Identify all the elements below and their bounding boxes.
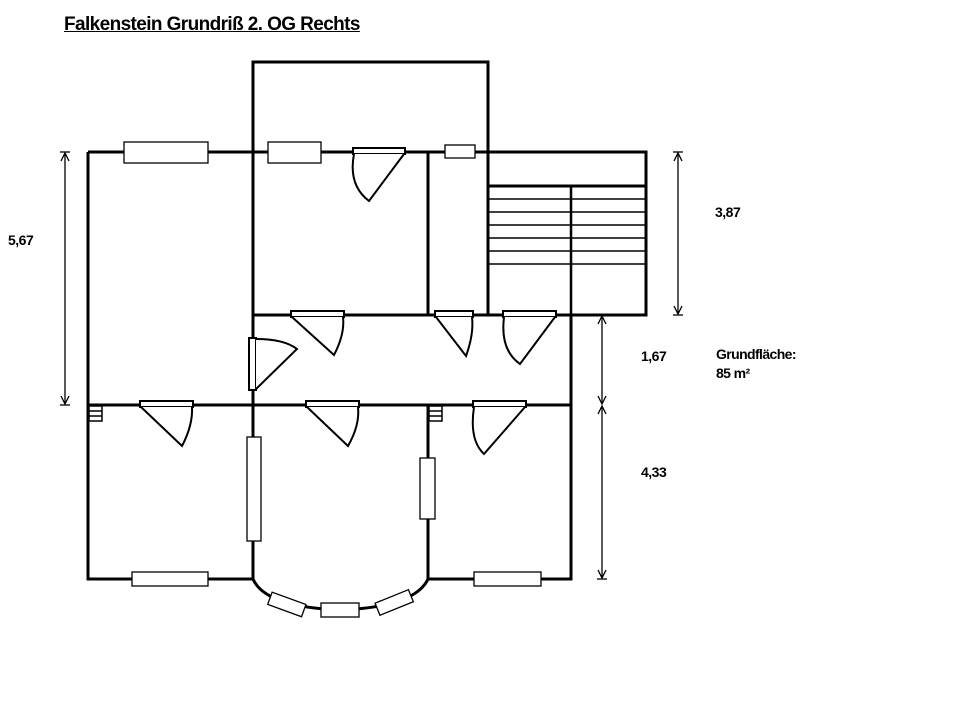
door	[351, 147, 406, 203]
window	[374, 588, 415, 617]
dimension-lines	[60, 151, 683, 580]
doors	[139, 147, 557, 456]
door	[502, 310, 557, 366]
dimension-left-height: 5,67	[8, 232, 34, 248]
door	[139, 400, 194, 448]
window	[444, 144, 476, 159]
window	[266, 591, 307, 618]
windows	[123, 141, 542, 618]
window	[267, 141, 322, 164]
floor-area-value: 85 m²	[716, 365, 750, 381]
floor-area-label: Grundfläche:	[716, 346, 797, 362]
tower-wall	[251, 60, 490, 152]
wall-stubs	[88, 405, 443, 422]
door	[434, 310, 474, 359]
dimension-line-corridor	[597, 314, 607, 406]
door	[305, 400, 360, 448]
dimension-corridor-height: 1,67	[641, 348, 667, 364]
window	[320, 602, 360, 618]
dimension-line-left	[60, 151, 70, 406]
window	[131, 571, 209, 587]
window	[419, 457, 436, 520]
window	[473, 571, 542, 587]
door	[471, 400, 527, 456]
dimension-stair-height: 3,87	[715, 204, 741, 220]
door	[290, 310, 345, 357]
window	[123, 141, 209, 164]
floor-area: Grundfläche: 85 m²	[716, 345, 797, 383]
outer-wall-top-right	[253, 150, 648, 317]
outer-wall-right	[428, 315, 573, 581]
window	[246, 436, 262, 542]
dimension-line-stair	[673, 151, 683, 316]
plan-title: Falkenstein Grundriß 2. OG Rechts	[64, 14, 360, 35]
outer-wall-left	[86, 152, 253, 581]
staircase	[488, 184, 646, 315]
door	[248, 337, 299, 391]
dimension-line-bottom	[597, 404, 607, 580]
dimension-bottom-height: 4,33	[641, 464, 667, 480]
